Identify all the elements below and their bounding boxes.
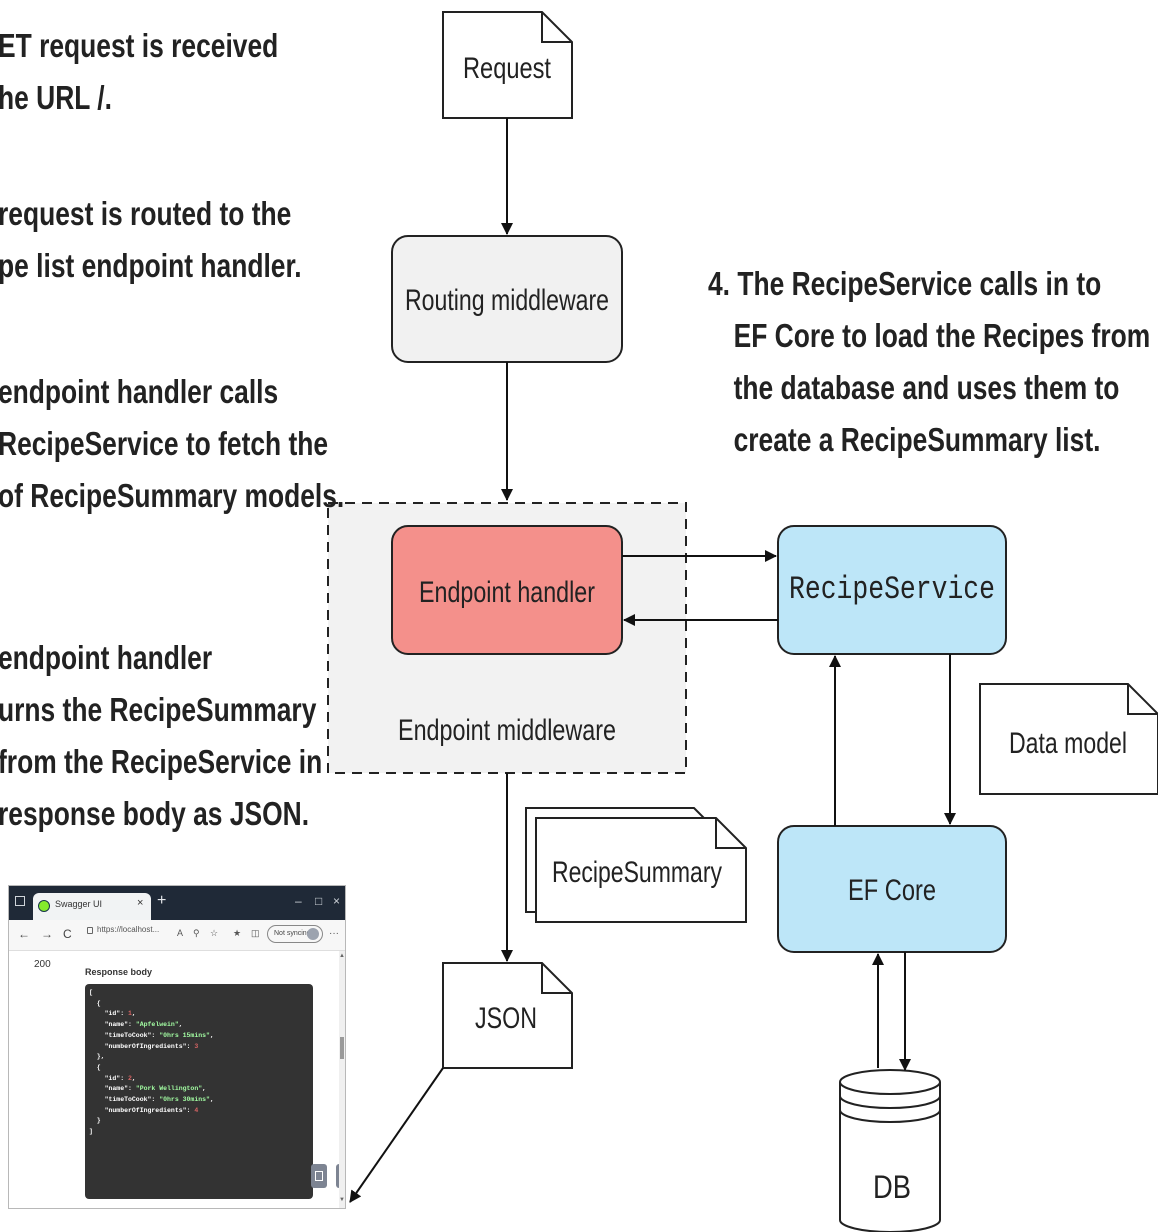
response-line: "timeToCook": "0hrs 30mins", [89, 1096, 214, 1104]
copy-button[interactable] [311, 1164, 327, 1188]
response-line: "numberOfIngredients": 4 [89, 1106, 199, 1114]
sync-label: Not syncing [274, 930, 311, 937]
response-json-text: [ { "id": 1, "name": "Apfelwein", "timeT… [85, 984, 313, 1138]
scroll-up-icon[interactable]: ▲ [339, 953, 345, 959]
data-model-document-fold [1127, 684, 1158, 715]
response-line: "numberOfIngredients": 3 [89, 1042, 199, 1050]
step-5-line-3: from the RecipeService in [0, 743, 323, 780]
forward-icon[interactable]: → [41, 927, 53, 941]
endpoint-handler-box [391, 525, 623, 655]
tab-close-icon[interactable]: × [137, 897, 144, 909]
json-document [442, 962, 573, 1069]
browser-tab-swagger[interactable]: Swagger UI × [33, 893, 151, 920]
step-3-note: endpoint handler calls RecipeService to … [0, 366, 344, 522]
response-line: }, [89, 1053, 105, 1061]
response-line: { [89, 1063, 101, 1071]
swagger-response-panel: 200 Response body [ { "id": 1, "name": "… [9, 951, 345, 1208]
response-line: "timeToCook": "0hrs 15mins", [89, 1031, 214, 1039]
response-body-code: [ { "id": 1, "name": "Apfelwein", "timeT… [85, 984, 345, 1199]
step-2-note: request is routed to the pe list endpoin… [0, 188, 302, 292]
new-tab-icon[interactable]: + [157, 892, 167, 909]
request-document-fold [541, 12, 572, 43]
sync-status-button[interactable]: Not syncing [267, 925, 323, 943]
recipe-summary-document-fold [715, 818, 746, 849]
window-close-icon[interactable]: × [333, 894, 341, 908]
routing-middleware-label: Routing middleware [405, 284, 609, 317]
step-2-line-1: request is routed to the [0, 195, 292, 232]
browser-screenshot: Swagger UI × + – □ × ← → C https://local… [8, 885, 346, 1209]
step-2-line-2: pe list endpoint handler. [0, 247, 302, 284]
recipe-service-box [777, 525, 1007, 655]
data-model-label: Data model [1009, 727, 1127, 760]
response-line: [ [89, 989, 93, 996]
json-document-fold [541, 963, 572, 994]
ef-core-box [777, 825, 1007, 953]
db-label: DB [873, 1169, 911, 1205]
address-bar[interactable]: https://localhost... [97, 925, 160, 934]
json-label: JSON [475, 1002, 537, 1035]
step-4-note: 4. The RecipeService calls in to EF Core… [708, 258, 1150, 466]
response-body-label: Response body [85, 967, 153, 977]
response-line: { [89, 999, 101, 1007]
favorite-icon[interactable]: ☆ [210, 928, 219, 938]
profile-avatar [307, 928, 319, 940]
data-model-document [979, 683, 1158, 795]
scrollbar[interactable] [339, 951, 345, 1208]
endpoint-handler-label: Endpoint handler [419, 576, 595, 609]
maximize-icon[interactable]: □ [315, 894, 323, 908]
swagger-favicon-icon [38, 900, 50, 912]
recipe-summary-label: RecipeSummary [552, 856, 722, 889]
response-line: ] [89, 1128, 93, 1136]
browser-toolbar: ← → C https://localhost... A ⚲ ☆ ★ ◫ Not… [9, 920, 345, 951]
extensions-icon[interactable]: ★ [233, 928, 242, 938]
step-4-line-1: 4. The RecipeService calls in to [708, 265, 1102, 302]
recipe-service-label: RecipeService [789, 571, 995, 608]
scrollbar-thumb[interactable] [340, 1037, 344, 1059]
window-menu-icon[interactable] [15, 896, 25, 906]
endpoint-middleware-label: Endpoint middleware [398, 714, 616, 747]
step-5-note: endpoint handler urns the RecipeSummary … [0, 632, 322, 840]
zoom-icon[interactable]: ⚲ [193, 928, 200, 938]
response-line: "id": 2, [89, 1074, 136, 1082]
lock-icon [87, 927, 93, 934]
request-document [442, 11, 573, 119]
clipboard-icon [315, 1171, 323, 1181]
response-line: "id": 1, [89, 1010, 136, 1018]
response-line: "name": "Pork Wellington", [89, 1085, 207, 1093]
more-menu-icon[interactable]: ··· [329, 928, 339, 939]
tab-title: Swagger UI [55, 899, 103, 909]
step-5-line-2: urns the RecipeSummary [0, 691, 317, 728]
browser-tab-bar: Swagger UI × + – □ × [9, 886, 345, 920]
response-line: "name": "Apfelwein", [89, 1021, 183, 1029]
minimize-icon[interactable]: – [295, 894, 302, 908]
step-5-line-4: response body as JSON. [0, 795, 310, 832]
back-icon[interactable]: ← [18, 927, 30, 941]
db-cylinder [839, 1069, 941, 1232]
recipe-summary-document [535, 817, 747, 923]
ef-core-label: EF Core [848, 874, 936, 907]
step-4-line-2: EF Core to load the Recipes from [733, 317, 1151, 354]
step-5-line-1: endpoint handler [0, 639, 213, 676]
reload-icon[interactable]: C [63, 927, 72, 941]
step-3-line-2: RecipeService to fetch the [0, 425, 329, 462]
step-3-line-1: endpoint handler calls [0, 373, 279, 410]
status-code: 200 [34, 959, 51, 970]
request-label: Request [463, 52, 552, 85]
step-3-line-3: of RecipeSummary models. [0, 477, 345, 514]
step-1-line-2: he URL /. [0, 79, 112, 116]
step-1-line-1: ET request is received [0, 27, 279, 64]
step-4-line-4: create a RecipeSummary list. [733, 421, 1101, 458]
collections-icon[interactable]: ◫ [251, 928, 260, 938]
scroll-down-icon[interactable]: ▼ [339, 1197, 345, 1203]
arrow-json-to-browser [349, 1067, 444, 1203]
step-4-line-3: the database and uses them to [733, 369, 1120, 406]
read-aloud-icon[interactable]: A [177, 928, 184, 938]
step-1-note: ET request is received he URL /. [0, 20, 278, 124]
response-line: } [89, 1117, 101, 1125]
